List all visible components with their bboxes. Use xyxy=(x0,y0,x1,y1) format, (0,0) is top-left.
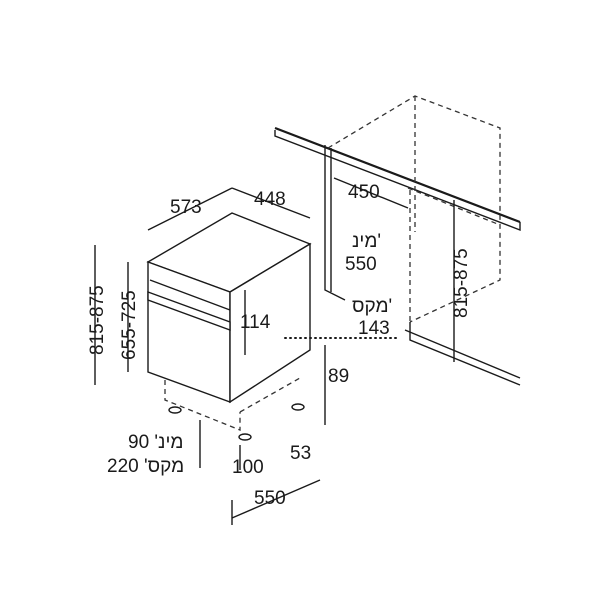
dim-100: 100 xyxy=(232,457,264,478)
niche-left-wall xyxy=(324,145,346,301)
dim-114: 114 xyxy=(240,312,271,333)
foot-front-left xyxy=(168,406,182,414)
control-panel-strip xyxy=(147,290,231,332)
dim-niche-min-label: מינ' xyxy=(352,231,381,252)
worktop-front-edge xyxy=(274,126,521,224)
floor-line-2 xyxy=(404,329,521,379)
dim-573-line xyxy=(147,187,233,231)
dim-53: 53 xyxy=(290,443,311,464)
dishwasher xyxy=(146,212,312,441)
dimension-lines xyxy=(94,177,455,525)
dim-450: 450 xyxy=(348,182,380,203)
panel-line xyxy=(149,279,231,311)
dim-448-line xyxy=(231,187,311,219)
foot-front-right xyxy=(238,433,252,441)
dim-panel-max-value: 143 xyxy=(358,318,390,339)
cabinet-niche xyxy=(274,95,521,386)
dim-total-height-label: 815-875 xyxy=(87,285,108,355)
worktop-thickness xyxy=(274,130,521,232)
dim-plinth-min: מינ' 90 xyxy=(128,432,183,453)
dishwasher-side xyxy=(229,242,311,404)
dim-450-line xyxy=(333,177,409,209)
dim-448: 448 xyxy=(254,189,286,210)
plinth-outline xyxy=(164,380,241,431)
foot-back-right xyxy=(291,403,305,411)
dim-niche-height-label: 815-875 xyxy=(451,248,472,318)
dim-89: 89 xyxy=(328,366,349,387)
dim-body-height-label: 655-725 xyxy=(119,290,140,360)
dim-niche-min-value: 550 xyxy=(345,254,377,275)
dim-550: 550 xyxy=(254,488,286,509)
floor-line xyxy=(409,322,521,386)
dim-573: 573 xyxy=(170,197,202,218)
dim-panel-max-label: מקס' xyxy=(352,296,392,317)
niche-outline-top xyxy=(327,95,501,323)
plinth-side xyxy=(239,377,301,413)
dim-550-line xyxy=(231,479,321,519)
dim-plinth-max: מקס' 220 xyxy=(107,456,184,477)
